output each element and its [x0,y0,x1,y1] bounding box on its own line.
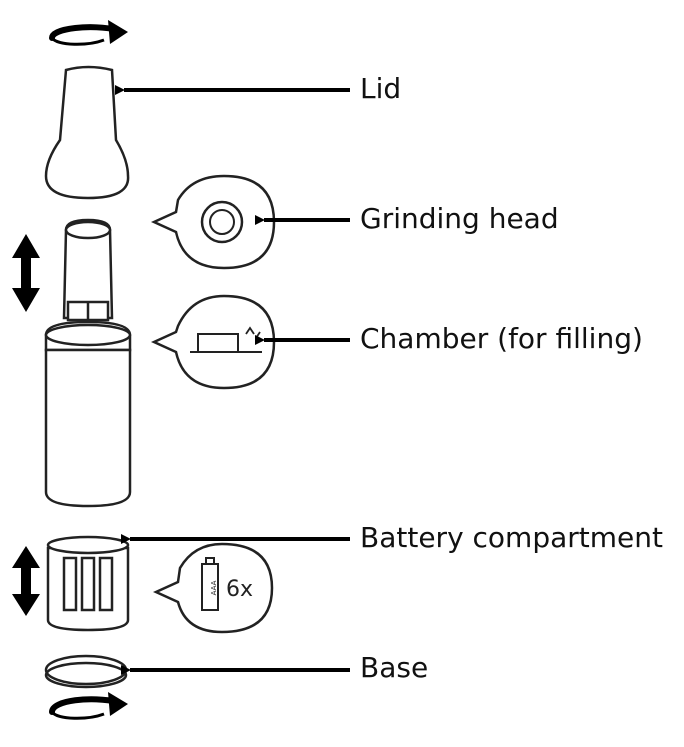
chamber-body [44,320,132,508]
leader-arrows [115,85,350,675]
grinding-head-label: Grinding head [360,202,559,235]
lid-part [44,65,130,200]
battery-compartment-label: Battery compartment [360,521,663,554]
battery-count: 6x [226,577,253,602]
battery-callout [152,542,274,634]
base-part [44,654,128,689]
base-label: Base [360,651,429,684]
battery-type-text: AAA [210,580,218,595]
up-down-arrow-icon [12,234,40,312]
chamber-label: Chamber (for filling) [360,322,643,355]
rotate-arrow-icon [49,692,128,720]
grinding-shaft [62,218,114,322]
lid-label: Lid [360,72,402,105]
rotate-arrow-icon [49,20,128,46]
up-down-arrow-icon [12,546,40,616]
battery-compartment-part [46,535,130,632]
grinding-head-callout [150,174,276,270]
chamber-callout [150,294,276,390]
